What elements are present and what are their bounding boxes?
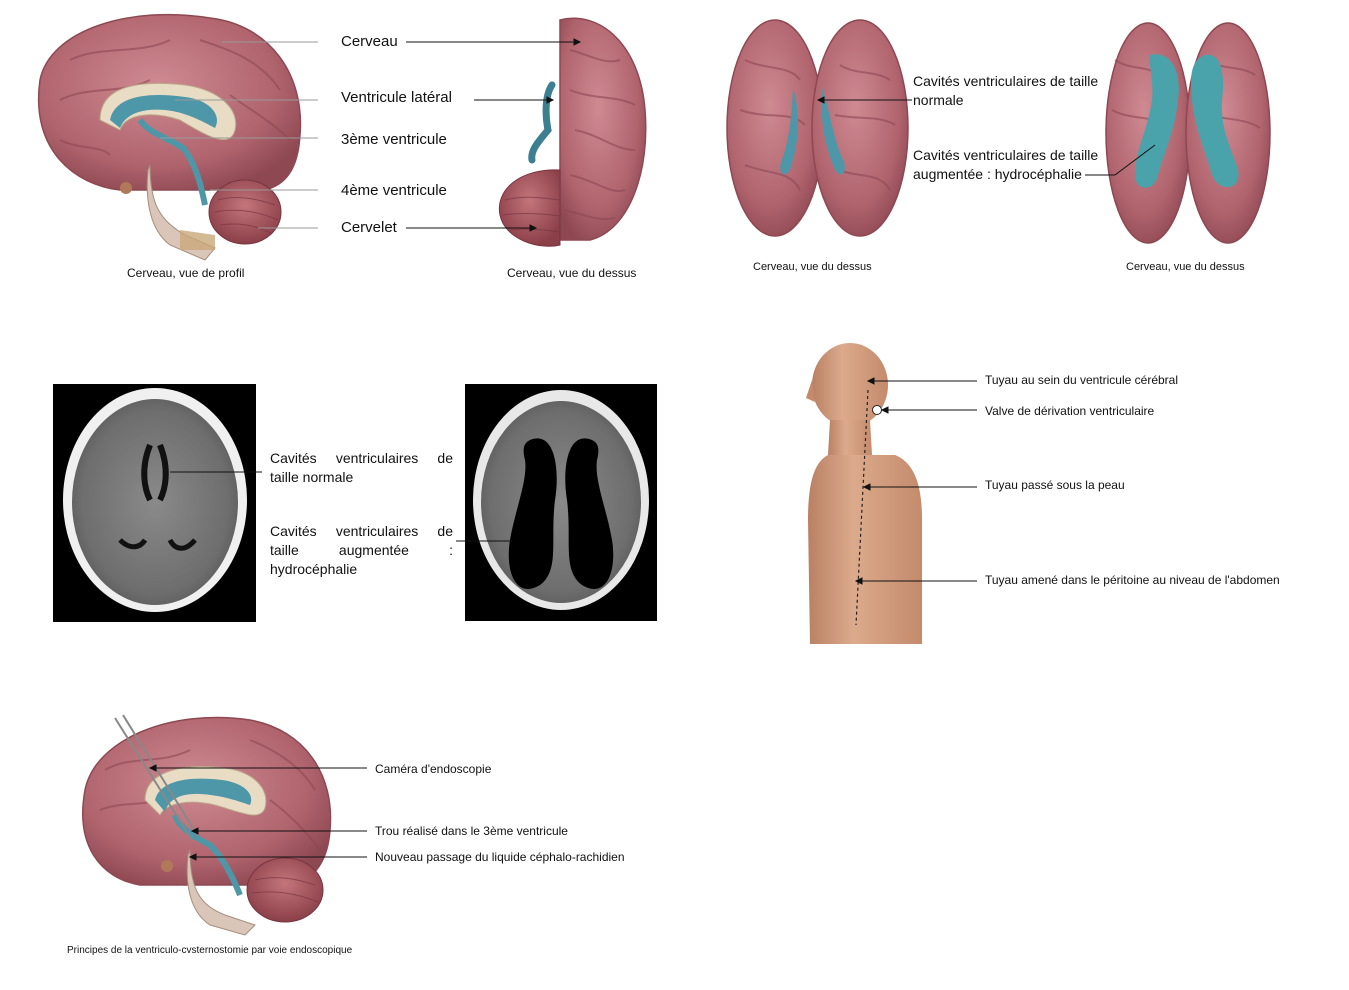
label-trou: Trou réalisé dans le 3ème ventricule (375, 824, 568, 838)
label-hydrocephalus: Cavités ventriculaires de taille augment… (913, 146, 1098, 184)
caption-profile: Cerveau, vue de profil (127, 266, 245, 280)
label-ct-hydro-line2: taille augmentée : (270, 542, 453, 558)
label-normal-ventricles: Cavités ventriculaires de taille normale (913, 72, 1098, 110)
caption-normal-top: Cerveau, vue du dessus (753, 261, 872, 273)
label-tuyau-ventricule: Tuyau au sein du ventricule cérébral (985, 373, 1178, 387)
label-ct-hydro-line1: Cavités ventriculaires de (270, 523, 453, 539)
label-ct-normal-line1: Cavités ventriculaires de (270, 450, 453, 466)
sagittal-brain-illustration (37, 13, 302, 261)
label-ct-hydro-line3: hydrocéphalie (270, 561, 358, 577)
leader-lines (148, 38, 1156, 861)
label-normal-line2: normale (913, 92, 964, 108)
caption-endoscopy: Principes de la ventriculo-cvsternostomi… (67, 945, 353, 956)
label-hydro-line2: augmentée : hydrocéphalie (913, 166, 1082, 182)
label-passage: Nouveau passage du liquide céphalo-rachi… (375, 850, 625, 864)
label-normal-line1: Cavités ventriculaires de taille (913, 73, 1099, 89)
label-ct-normal-line2: taille normale (270, 469, 354, 485)
ct-scan-hydrocephalus-illustration (465, 384, 657, 621)
label-ct-normal: Cavités ventriculaires de taille normale (270, 449, 453, 487)
label-camera: Caméra d'endoscopie (375, 762, 492, 776)
caption-top-view: Cerveau, vue du dessus (507, 266, 637, 280)
label-ct-hydro: Cavités ventriculaires de taille augment… (270, 522, 453, 579)
label-tuyau-peritoine: Tuyau amené dans le péritoine au niveau … (985, 573, 1280, 587)
label-hydro-line1: Cavités ventriculaires de taille (913, 147, 1099, 163)
top-view-brain-hydrocephalus-illustration (1105, 22, 1271, 244)
label-ventricule-lateral: Ventricule latéral (341, 89, 452, 106)
label-cervelet: Cervelet (341, 219, 397, 236)
caption-hydro-top: Cerveau, vue du dessus (1126, 261, 1245, 273)
ct-scan-normal-illustration (53, 384, 256, 622)
top-view-brain-normal-illustration (726, 19, 909, 237)
label-troisieme-ventricule: 3ème ventricule (341, 131, 447, 148)
label-cerveau: Cerveau (341, 33, 398, 50)
label-tuyau-peau: Tuyau passé sous la peau (985, 478, 1125, 492)
top-view-half-brain-illustration (498, 17, 647, 247)
label-valve: Valve de dérivation ventriculaire (985, 404, 1155, 418)
label-quatrieme-ventricule: 4ème ventricule (341, 182, 447, 199)
human-shunt-illustration (806, 343, 922, 644)
endoscopy-brain-illustration (82, 714, 332, 936)
